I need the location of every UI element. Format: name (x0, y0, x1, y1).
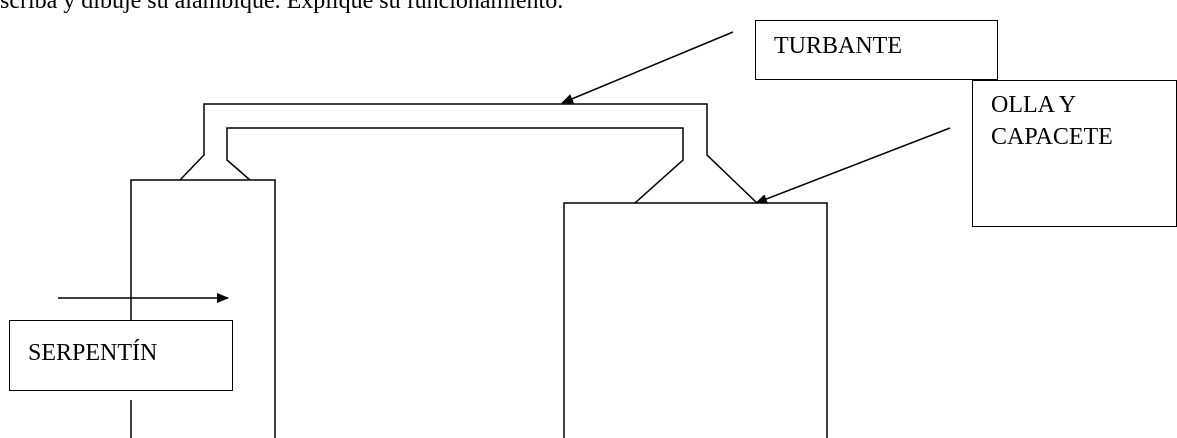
label-serpentin: SERPENTÍN (28, 340, 158, 366)
condenser-vessel (130, 179, 276, 438)
olla-arrow (755, 127, 951, 204)
turbante-pipe-outer (179, 103, 758, 204)
turbante-arrow (561, 31, 734, 104)
label-olla-line1: OLLA Y (991, 92, 1077, 118)
label-turbante: TURBANTE (774, 33, 902, 59)
label-box-olla-capacete: OLLA Y CAPACETE (972, 80, 1177, 227)
label-box-serpentin: SERPENTÍN (9, 320, 233, 391)
turbante-pipe-inner (226, 127, 684, 204)
label-box-turbante: TURBANTE (755, 20, 998, 80)
label-olla-line2: CAPACETE (991, 124, 1113, 150)
pot-vessel (563, 202, 828, 438)
intro-text: scriba y dibuje su alambique. Explique s… (0, 0, 564, 14)
